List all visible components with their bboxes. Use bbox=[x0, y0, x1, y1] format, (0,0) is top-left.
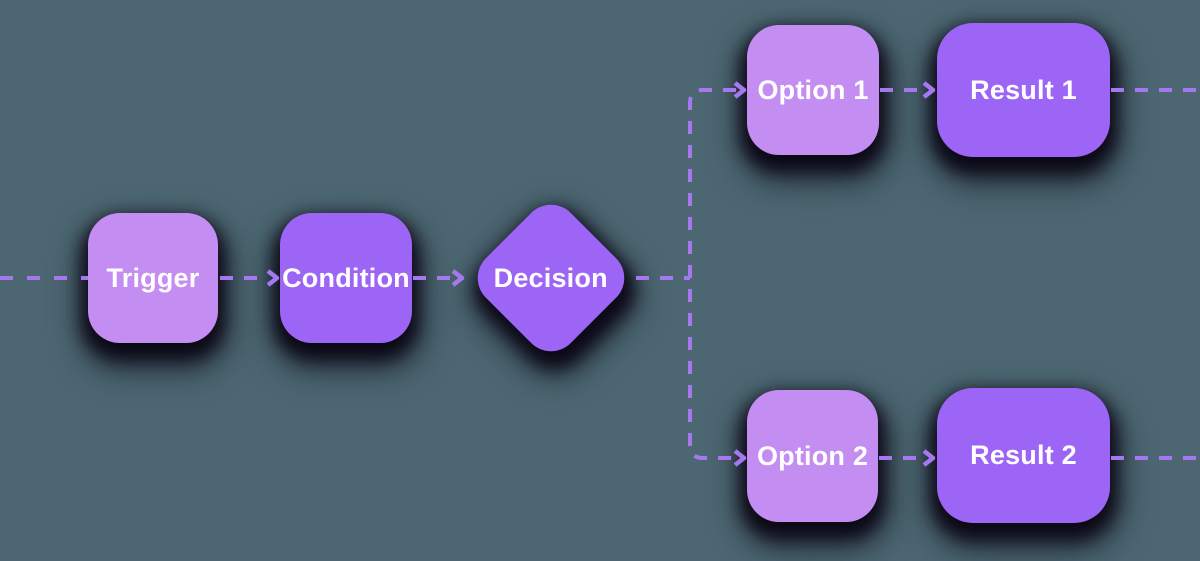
node-label: Condition bbox=[282, 262, 410, 293]
node-trigger[interactable]: Trigger bbox=[88, 213, 218, 343]
node-option-1[interactable]: Option 1 bbox=[747, 25, 879, 155]
node-label: Option 2 bbox=[756, 440, 869, 471]
arrowhead-icon bbox=[922, 449, 936, 467]
arrowhead-icon bbox=[266, 269, 280, 287]
node-label: Result 2 bbox=[970, 440, 1077, 470]
node-condition[interactable]: Condition bbox=[280, 213, 412, 343]
node-decision[interactable]: Decision bbox=[466, 193, 636, 363]
node-result-1[interactable]: Result 1 bbox=[937, 23, 1110, 157]
node-option-2[interactable]: Option 2 bbox=[747, 390, 878, 522]
arrowhead-icon bbox=[733, 449, 747, 467]
node-label: Trigger bbox=[106, 262, 200, 293]
edge-branch-trunk bbox=[688, 88, 736, 460]
arrowhead-icon bbox=[922, 81, 936, 99]
arrowhead-icon bbox=[451, 269, 465, 287]
node-result-2[interactable]: Result 2 bbox=[937, 388, 1110, 523]
node-label: Decision bbox=[493, 262, 609, 293]
node-label: Option 1 bbox=[757, 74, 869, 105]
node-label: Result 1 bbox=[970, 74, 1077, 105]
arrowhead-icon bbox=[733, 81, 747, 99]
